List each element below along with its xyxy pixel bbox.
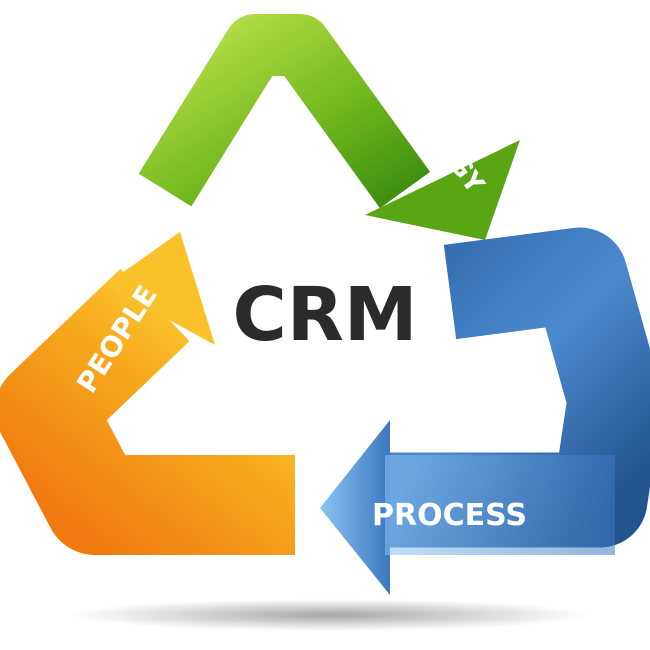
technology-arrow [138,14,520,240]
people-arrow [0,232,295,555]
drop-shadow [70,599,590,631]
center-label: CRM [233,272,418,358]
process-arrow [320,227,650,595]
process-label: PROCESS [372,498,527,533]
